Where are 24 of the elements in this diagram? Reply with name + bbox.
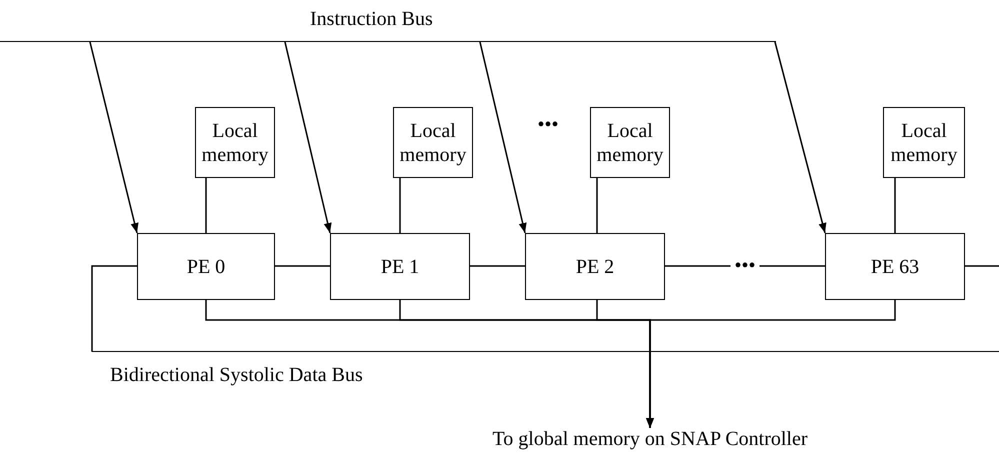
memory-box: Local memory xyxy=(393,107,473,178)
connector-line xyxy=(894,178,896,233)
connector-line xyxy=(470,265,525,267)
connector-line xyxy=(275,265,330,267)
bus-label: Instruction Bus xyxy=(310,8,433,31)
arrow xyxy=(284,41,332,234)
memory-box: Local memory xyxy=(883,107,965,178)
arrow xyxy=(646,300,896,428)
connector-line xyxy=(964,265,999,267)
arrow xyxy=(774,41,826,234)
memory-box: Local memory xyxy=(195,107,275,178)
arrow xyxy=(479,41,527,234)
processor-box: PE 1 xyxy=(330,233,470,300)
connector-line xyxy=(91,265,137,352)
connector-line xyxy=(596,178,598,233)
processor-box: PE 2 xyxy=(525,233,665,300)
processor-box: PE 0 xyxy=(137,233,275,300)
memory-box: Local memory xyxy=(590,107,670,178)
destination-label: To global memory on SNAP Controller xyxy=(440,428,860,452)
arrow xyxy=(89,41,138,234)
processor-box: PE 63 xyxy=(825,233,965,300)
connector-line xyxy=(399,178,401,233)
connector-line xyxy=(205,178,207,233)
bus-label: Bidirectional Systolic Data Bus xyxy=(110,364,363,387)
